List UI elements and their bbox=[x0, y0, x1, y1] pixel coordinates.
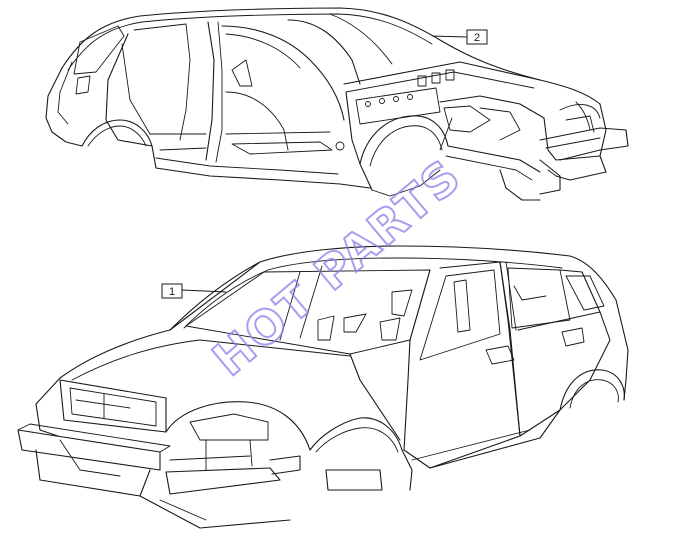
callout-1-leader bbox=[181, 289, 227, 293]
callout-1-box bbox=[161, 283, 183, 299]
body-shell-drawing bbox=[17, 245, 629, 529]
inner-body-structure-drawing bbox=[45, 7, 629, 201]
callout-1: 1 bbox=[161, 283, 227, 299]
callout-2-label: 2 bbox=[474, 32, 480, 44]
callout-2-box bbox=[466, 29, 488, 45]
callout-2: 2 bbox=[431, 29, 488, 45]
callout-2-leader bbox=[431, 35, 468, 38]
callout-1-label: 1 bbox=[169, 286, 175, 298]
